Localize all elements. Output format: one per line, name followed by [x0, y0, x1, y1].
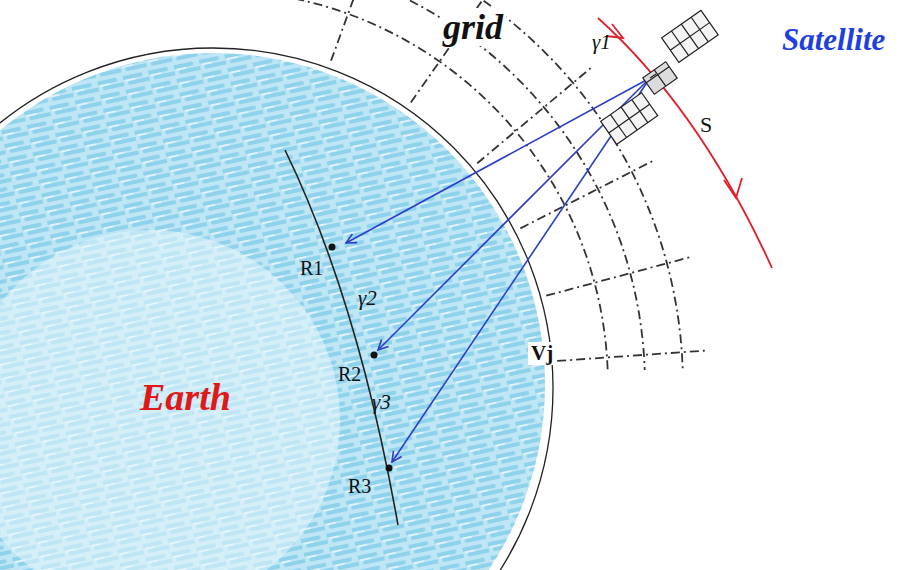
earth-texture	[0, 230, 340, 570]
grid-line	[546, 257, 691, 296]
voxel-grid	[295, 0, 707, 371]
receiver-dot	[371, 352, 378, 359]
voxel-label: Vj	[528, 342, 556, 365]
receiver-dot	[386, 465, 393, 472]
grid-title: grid	[440, 8, 506, 46]
grid-line	[557, 350, 707, 360]
earth-title: Earth	[140, 378, 231, 416]
receiver-arc	[285, 150, 398, 525]
grid-arc	[311, 0, 683, 369]
grid-line	[331, 0, 382, 61]
receiver-dot	[329, 244, 336, 251]
grid-line	[477, 67, 592, 163]
satellite-title: Satellite	[782, 24, 885, 55]
ray-label: γ3	[372, 392, 391, 413]
ray	[346, 78, 650, 243]
orbit-arrow	[724, 178, 742, 198]
point-label: R2	[338, 364, 361, 384]
earth-outline	[0, 48, 553, 570]
grid-arc	[303, 0, 645, 370]
point-label: R3	[348, 476, 371, 496]
point-label: R1	[300, 258, 323, 278]
ray-label: γ2	[358, 288, 377, 309]
point-label: S	[700, 114, 712, 136]
ray-label: γ1	[592, 32, 611, 53]
satellite-icon	[601, 10, 719, 144]
earth-body	[0, 53, 545, 570]
